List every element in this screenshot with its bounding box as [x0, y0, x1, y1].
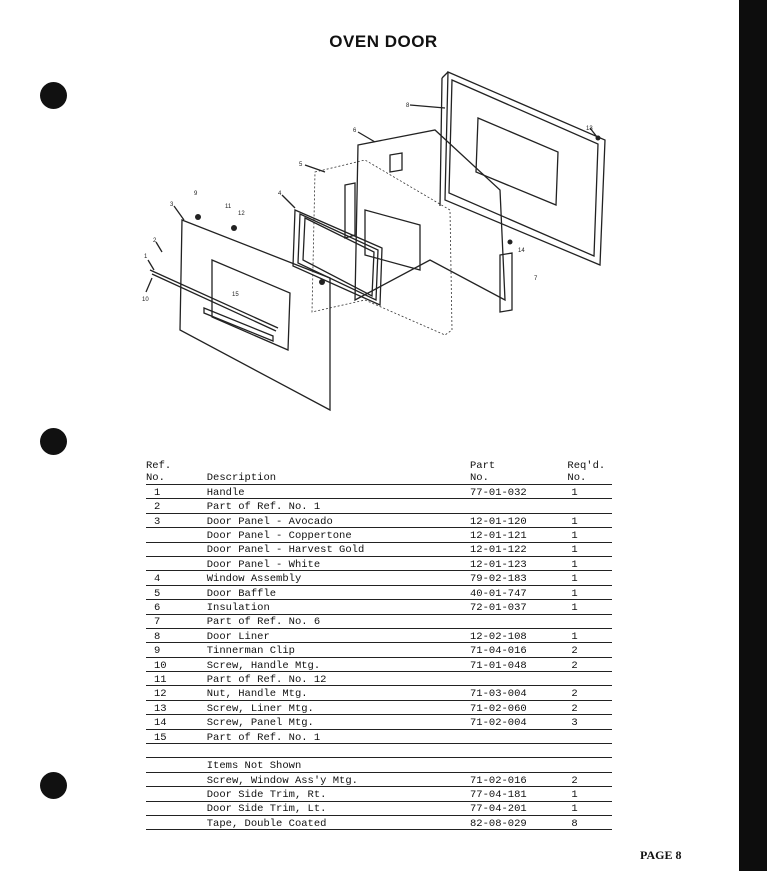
insulation — [354, 129, 506, 302]
callout: 9 — [194, 191, 198, 197]
binder-hole-bottom — [40, 772, 67, 799]
binder-hole-top — [40, 82, 67, 109]
handle — [149, 269, 279, 332]
side-trim — [499, 252, 513, 313]
callout: 2 — [153, 238, 157, 244]
callout: 11 — [225, 204, 232, 210]
callout: 8 — [406, 103, 410, 109]
leader-lines — [145, 104, 598, 293]
binder-hole-middle — [40, 428, 67, 455]
callout: 7 — [534, 276, 538, 282]
screw-marker — [319, 279, 325, 285]
callout: 6 — [353, 128, 357, 134]
table-row-spacer — [146, 744, 612, 758]
callout: 3 — [170, 202, 174, 208]
callout: 14 — [518, 248, 525, 254]
screw-marker — [195, 214, 201, 220]
window-assembly — [292, 209, 383, 306]
callout: 4 — [278, 191, 282, 197]
door-panel — [179, 219, 331, 412]
callout: 15 — [232, 292, 239, 298]
page-edge-bar — [739, 0, 767, 871]
screw-marker — [507, 239, 513, 245]
callout: 13 — [586, 126, 593, 132]
page-title: OVEN DOOR — [329, 32, 438, 51]
exploded-diagram: 8 6 5 4 3 2 1 10 9 11 12 13 14 7 15 — [142, 71, 606, 412]
header-req: Req'd.No. — [567, 460, 606, 484]
callout: 1 — [144, 254, 148, 260]
callout: 5 — [299, 162, 303, 168]
header-description: Description — [206, 472, 277, 484]
header-ref: Ref.No. — [146, 460, 172, 484]
table-row: Items Not Shown — [146, 758, 612, 773]
screw-marker — [231, 225, 237, 231]
callout: 12 — [238, 211, 245, 217]
page-number: PAGE 8 — [640, 848, 682, 862]
callout: 10 — [142, 297, 149, 303]
door-liner — [439, 71, 606, 266]
